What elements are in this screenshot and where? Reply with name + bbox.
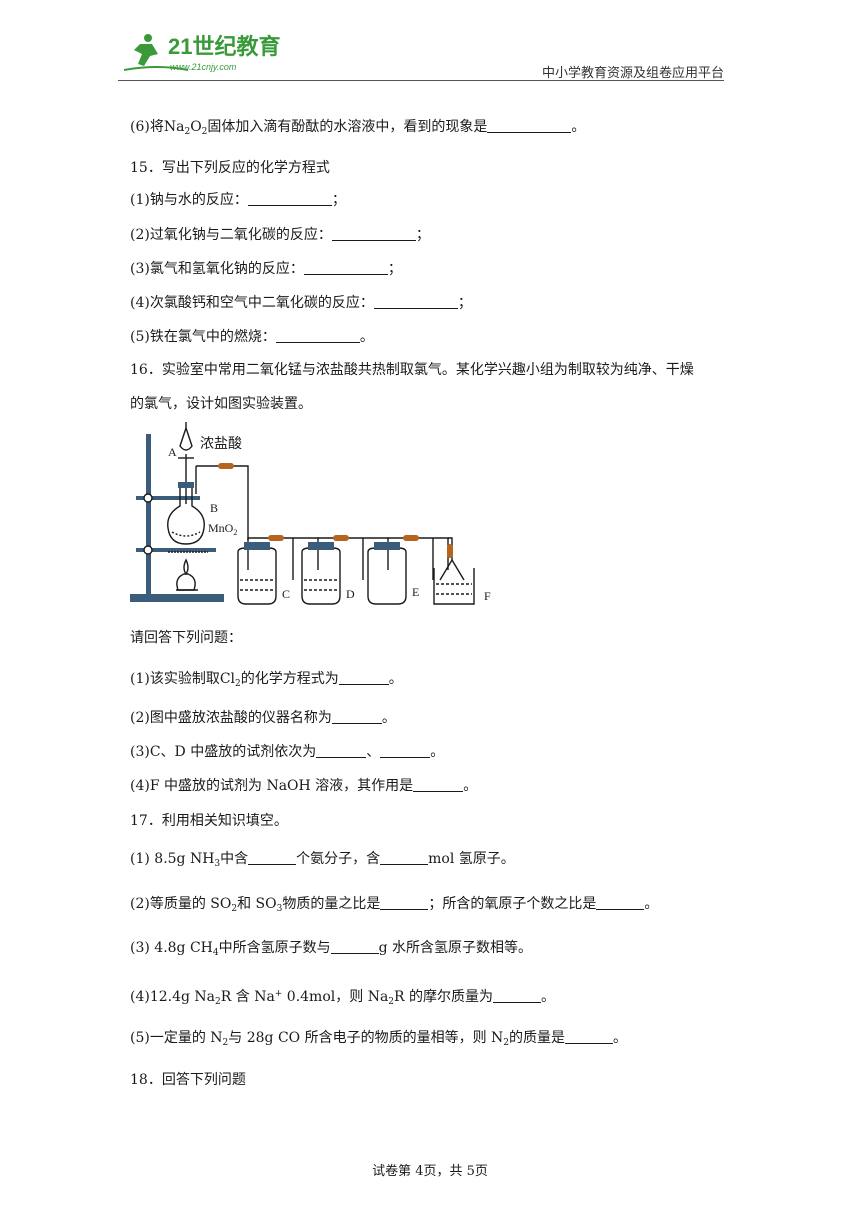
answer-blank[interactable]: [380, 743, 431, 758]
answer-blank[interactable]: [596, 895, 645, 910]
answer-blank[interactable]: [487, 118, 572, 133]
answer-blank[interactable]: [248, 850, 297, 865]
wash-bottle-D: [301, 542, 341, 605]
label-B: B: [210, 501, 218, 515]
answer-blank[interactable]: [331, 709, 382, 724]
q16-sub-4: (4)F 中盛放的试剂为 NaOH 溶液，其作用是。: [130, 777, 478, 794]
answer-blank[interactable]: [380, 850, 429, 865]
q15-item-2: (2)过氧化钠与二氧化碳的反应：；: [130, 226, 430, 243]
answer-blank[interactable]: [331, 226, 416, 241]
wash-bottle-C: [237, 542, 277, 605]
rubber-joints: [218, 463, 453, 558]
q15-item-3: (3)氯气和氢氧化钠的反应：；: [130, 260, 402, 277]
q14-item-6: (6)将Na2O2固体加入滴有酚酞的水溶液中，看到的现象是。: [130, 118, 586, 137]
label-A: A: [168, 445, 177, 459]
iron-stand: [130, 434, 224, 602]
q15-item-5: (5)铁在氯气中的燃烧：。: [130, 328, 374, 345]
label-C: C: [282, 587, 290, 601]
svg-text:21世纪教育: 21世纪教育: [168, 34, 280, 59]
answer-blank[interactable]: [373, 294, 458, 309]
collecting-bottle-E: [367, 542, 407, 605]
q17-sub-4: (4)12.4g Na2R 含 Na+ 0.4mol，则 Na2R 的摩尔质量为…: [130, 988, 556, 1007]
round-bottom-flask: [167, 466, 205, 545]
chlorine-apparatus-diagram: 浓盐酸 A B MnO2: [130, 422, 491, 605]
q16-sub-1: (1)该实验制取Cl2的化学方程式为。: [130, 670, 403, 689]
answer-blank[interactable]: [380, 895, 429, 910]
absorption-beaker-F: [433, 558, 475, 605]
q15-item-1: (1)钠与水的反应：；: [130, 191, 346, 208]
answer-blank[interactable]: [493, 988, 542, 1003]
answer-blank[interactable]: [565, 1029, 614, 1044]
q17-title: 17．利用相关知识填空。: [130, 813, 288, 829]
alcohol-lamp: [168, 551, 208, 591]
answer-blank[interactable]: [275, 328, 360, 343]
logo-21cnjy: 21世纪教育 www.21cnjy.com: [123, 34, 280, 72]
q16-stem-line2: 的氯气，设计如图实验装置。: [130, 396, 312, 412]
label-E: E: [412, 585, 419, 599]
header-rule: [118, 80, 724, 81]
q18-title: 18．回答下列问题: [130, 1072, 246, 1088]
q17-sub-5: (5)一定量的 N2与 28g CO 所含电子的物质的量相等，则 N2的质量是。: [130, 1029, 628, 1048]
answer-blank[interactable]: [303, 260, 388, 275]
q16-sub-3: (3)C、D 中盛放的试剂依次为、。: [130, 743, 445, 760]
q15-title: 15．写出下列反应的化学方程式: [130, 160, 330, 176]
answer-blank[interactable]: [338, 670, 389, 685]
label-F: F: [484, 589, 491, 603]
q16-prompt: 请回答下列问题：: [130, 630, 242, 646]
platform-name: 中小学教育资源及组卷应用平台: [541, 66, 724, 81]
answer-blank[interactable]: [330, 939, 379, 954]
q16-stem-line1: 16．实验室中常用二氧化锰与浓盐酸共热制取氯气。某化学兴趣小组为制取较为纯净、干…: [130, 362, 694, 378]
answer-blank[interactable]: [247, 191, 332, 206]
svg-text:www.21cnjy.com: www.21cnjy.com: [170, 62, 237, 72]
label-mno2: MnO2: [208, 521, 237, 537]
answer-blank[interactable]: [413, 777, 464, 792]
separatory-funnel: [178, 422, 194, 504]
page-footer: 试卷第 4页，共 5页: [372, 1164, 488, 1179]
q15-item-4: (4)次氯酸钙和空气中二氧化碳的反应：；: [130, 294, 472, 311]
page-header: 21世纪教育 www.21cnjy.com 中小学教育资源及组卷应用平台: [118, 26, 724, 82]
label-D: D: [346, 587, 355, 601]
delivery-tubes: [196, 465, 453, 580]
label-hcl: 浓盐酸: [200, 436, 242, 452]
q16-sub-2: (2)图中盛放浓盐酸的仪器名称为。: [130, 709, 396, 726]
q17-sub-2: (2)等质量的 SO2和 SO3物质的量之比是；所含的氧原子个数之比是。: [130, 895, 659, 914]
answer-blank[interactable]: [316, 743, 367, 758]
